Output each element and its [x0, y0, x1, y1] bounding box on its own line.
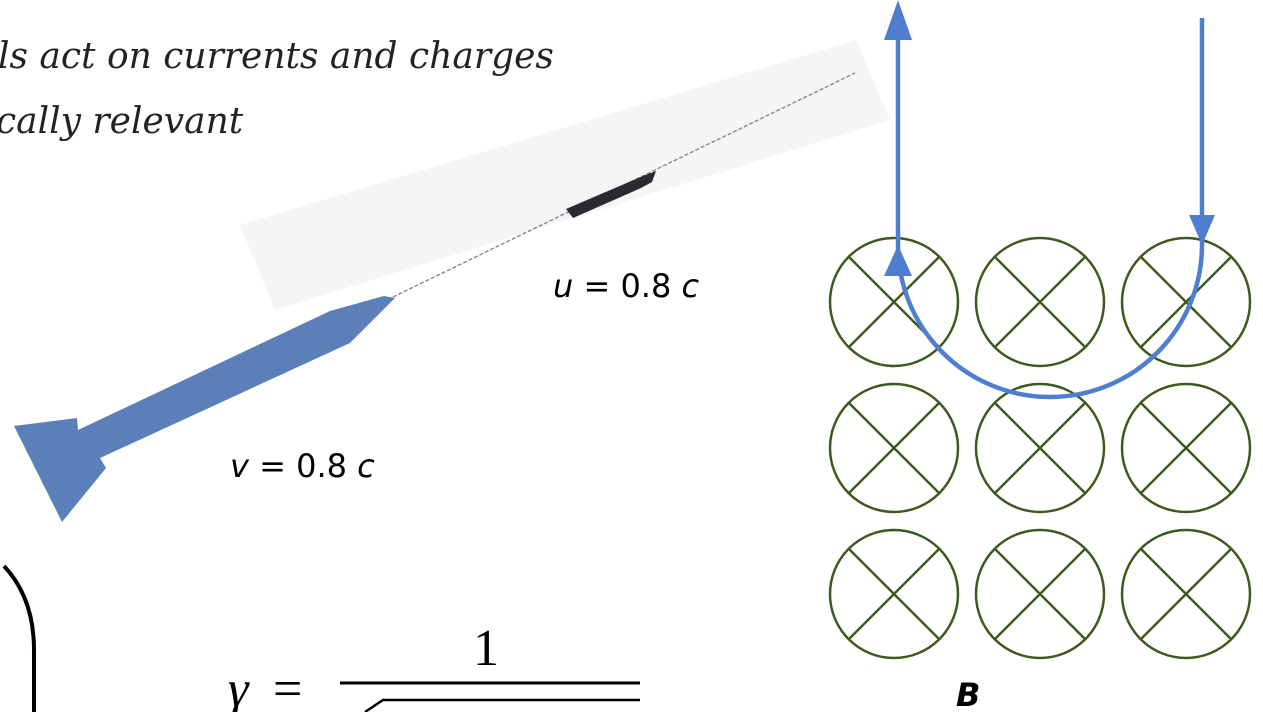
trajectory-arrow-up-icon: [884, 245, 912, 276]
cross-into-page-icon: [1120, 528, 1252, 660]
cross-into-page-icon: [828, 382, 960, 514]
projectile-trail: [392, 72, 856, 298]
trajectory-arrow-top-icon: [884, 0, 912, 40]
formula-numerator: 1: [473, 620, 499, 677]
image-background-strip: [240, 40, 890, 310]
cross-into-page-icon: [1120, 382, 1252, 514]
cross-into-page-icon: [1120, 236, 1252, 368]
trajectory-arrow-down-icon: [1189, 215, 1215, 245]
cross-into-page-icon: [828, 528, 960, 660]
sqrt-sign: [364, 698, 640, 712]
heading-line-2: cally relevant: [0, 101, 244, 142]
u-velocity-label: u = 0.8 c: [553, 267, 700, 305]
cross-into-page-icon: [974, 236, 1106, 368]
rocket-icon: [14, 296, 395, 522]
charged-particle-trajectory: [895, 18, 1205, 400]
magnetic-field-grid: [828, 236, 1252, 660]
field-label: B: [956, 676, 980, 712]
heading-line-1: ls act on currents and charges: [0, 36, 554, 77]
v-velocity-label: v = 0.8 c: [230, 447, 375, 485]
gamma-symbol: γ: [228, 661, 250, 712]
cross-into-page-icon: [974, 382, 1106, 514]
cross-into-page-icon: [974, 528, 1106, 660]
small-projectile-icon: [566, 171, 656, 218]
formula-equals: =: [273, 661, 302, 712]
matrix-bracket: [2, 564, 36, 712]
